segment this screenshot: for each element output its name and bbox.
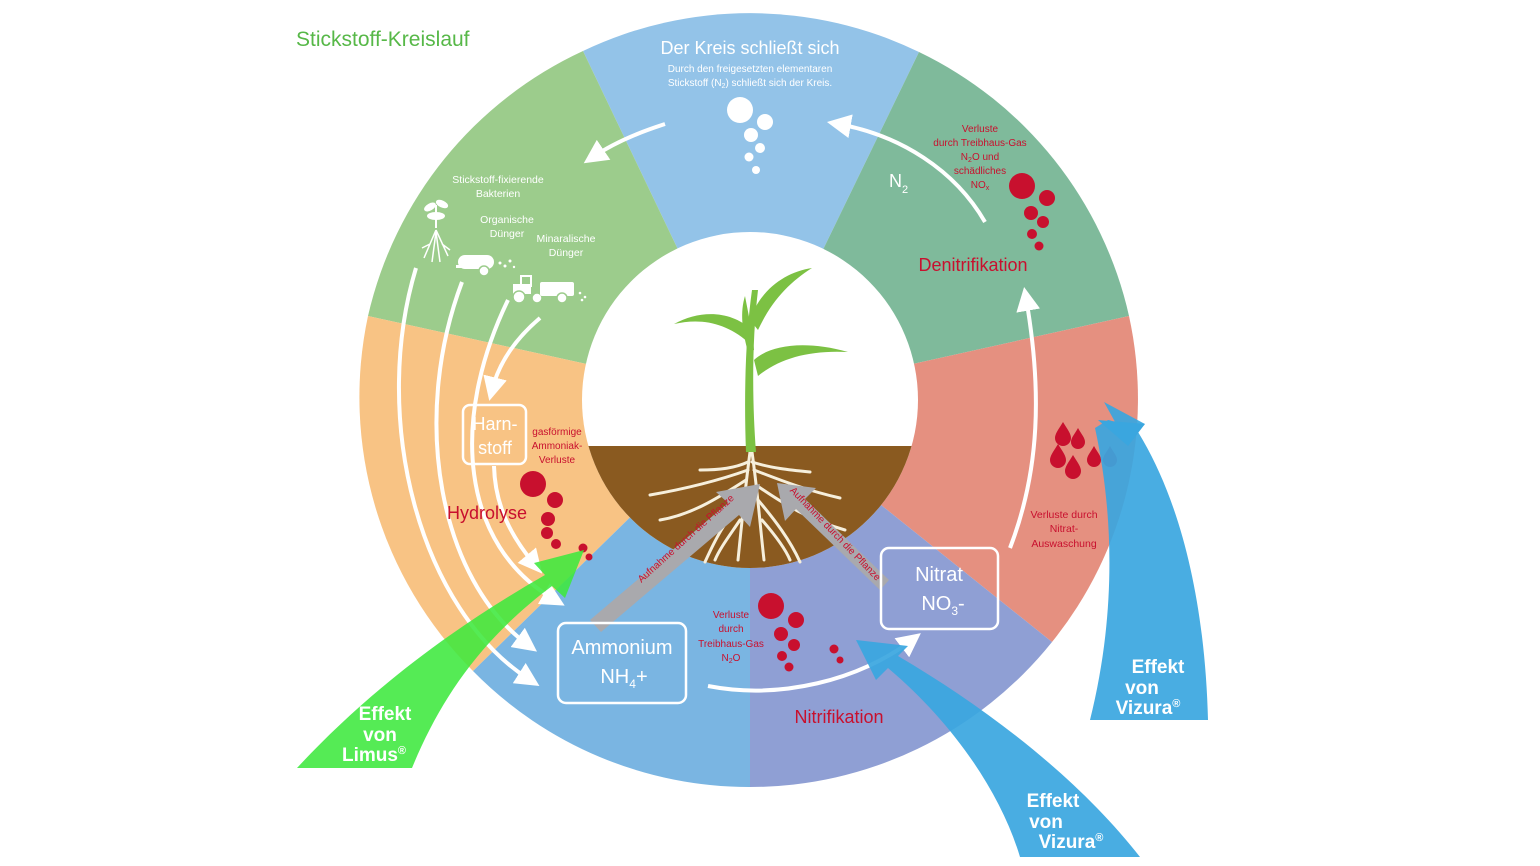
nitrate-label: Nitrat [915, 564, 963, 586]
cycle-closes-heading: Der Kreis schließt sich [660, 38, 839, 58]
denitrification-loss-1: Verluste [962, 124, 999, 135]
nitrification-loss-4: N2O [722, 653, 741, 665]
vizura-bottom-label-3: Vizura® [1039, 832, 1104, 853]
urea-box: Harn- stoff [461, 403, 528, 466]
n2-bubbles [727, 97, 773, 174]
denitrification-loss-3: N2O und [961, 152, 999, 164]
limus-effect-label-3: Limus® [342, 745, 406, 766]
nitrification-label: Nitrifikation [794, 707, 883, 727]
bacteria-label-1: Stickstoff-fixierende [452, 174, 544, 186]
limus-effect-arrow: Effekt von Limus® [297, 550, 584, 768]
nitrate-formula: NO3- [921, 593, 964, 618]
denitrification-label: Denitrifikation [918, 255, 1027, 275]
diagram-title: Stickstoff-Kreislauf [296, 28, 470, 51]
hydrolysis-label: Hydrolyse [447, 503, 527, 523]
vizura-right-label-1: Effekt [1132, 657, 1185, 678]
mineral-fertilizer-label-1: Minaralische [537, 233, 596, 245]
urea-label-1: Harn- [472, 414, 517, 434]
plant-sprout [674, 268, 848, 452]
arrow-bacteria-to-ammonium [396, 267, 540, 687]
organic-fertilizer-label-2: Dünger [490, 228, 525, 240]
vizura-bottom-label-2: von [1029, 812, 1063, 833]
vizura-bottom-label-1: Effekt [1027, 791, 1080, 812]
cycle-closes-desc-2: Stickstoff (N2) schließt sich der Kreis. [668, 78, 832, 90]
ammonia-loss-3: Verluste [539, 455, 576, 466]
arrow-nitrate-to-denitrification [1008, 286, 1041, 549]
vizura-effect-arrow-bottom: Effekt von Vizura® [856, 640, 1140, 857]
ammonia-loss-1: gasförmige [532, 427, 582, 438]
segment-cycle-closes [583, 13, 919, 401]
cycle-closes-desc-1: Durch den freigesetzten elementaren [668, 64, 833, 75]
vizura-effect-arrow-right: Effekt von Vizura® [1090, 402, 1208, 720]
vizura-right-label-3: Vizura® [1116, 698, 1181, 719]
mineral-fertilizer-label-2: Dünger [549, 247, 584, 259]
plant-roots [648, 450, 847, 564]
nitrification-loss-drops [758, 593, 844, 672]
denitrification-loss-5: NOx [971, 180, 990, 192]
bacteria-label-2: Bakterien [476, 188, 521, 200]
leaching-loss-text: Verluste durch Nitrat- Auswaschung [1030, 509, 1097, 550]
ammonium-label: Ammonium [571, 637, 672, 659]
limus-effect-label-1: Effekt [359, 704, 412, 725]
manure-spreader-icon [456, 255, 516, 277]
ammonia-loss-drops [520, 471, 593, 561]
nitrification-loss-2: durch [718, 624, 743, 635]
leaching-loss-2: Nitrat- [1050, 523, 1079, 535]
arrow-inputs-to-urea [483, 316, 542, 401]
nitrification-loss-3: Treibhaus-Gas [698, 639, 764, 650]
ammonium-formula: NH4+ [600, 666, 647, 691]
ammonia-loss-text: gasförmige Ammoniak- Verluste [532, 427, 583, 466]
denitrification-loss-drops [1009, 173, 1055, 251]
nitrate-box: Nitrat NO3- [879, 546, 1000, 631]
ammonium-box: Ammonium NH4+ [556, 621, 688, 705]
nitrification-loss-1: Verluste [713, 610, 750, 621]
organic-fertilizer-label-1: Organische [480, 214, 534, 226]
denitrification-loss-2: durch Treibhaus-Gas [933, 138, 1026, 149]
ammonia-loss-2: Ammoniak- [532, 441, 583, 452]
limus-effect-label-2: von [363, 725, 397, 746]
leaching-loss-3: Auswaschung [1031, 538, 1097, 550]
denitrification-loss-text: Verluste durch Treibhaus-Gas N2O und sch… [933, 124, 1026, 192]
n2-label: N2 [889, 171, 908, 196]
nitrification-loss-text: Verluste durch Treibhaus-Gas N2O [698, 610, 764, 665]
arrow-cycle-top-right [826, 114, 987, 224]
arrow-urea-to-ammonium [492, 465, 543, 574]
seedling-roots-icon [421, 199, 451, 263]
urea-label-2: stoff [478, 438, 513, 458]
arrow-mineral-to-ammonium [470, 299, 565, 606]
inputs-text: Stickstoff-fixierende Bakterien Organisc… [452, 174, 595, 259]
vizura-right-label-2: von [1125, 678, 1159, 699]
tractor-icon [512, 275, 587, 304]
leaching-loss-1: Verluste durch [1030, 509, 1097, 521]
denitrification-loss-4: schädliches [954, 166, 1006, 177]
arrow-cycle-top-left [583, 122, 666, 164]
